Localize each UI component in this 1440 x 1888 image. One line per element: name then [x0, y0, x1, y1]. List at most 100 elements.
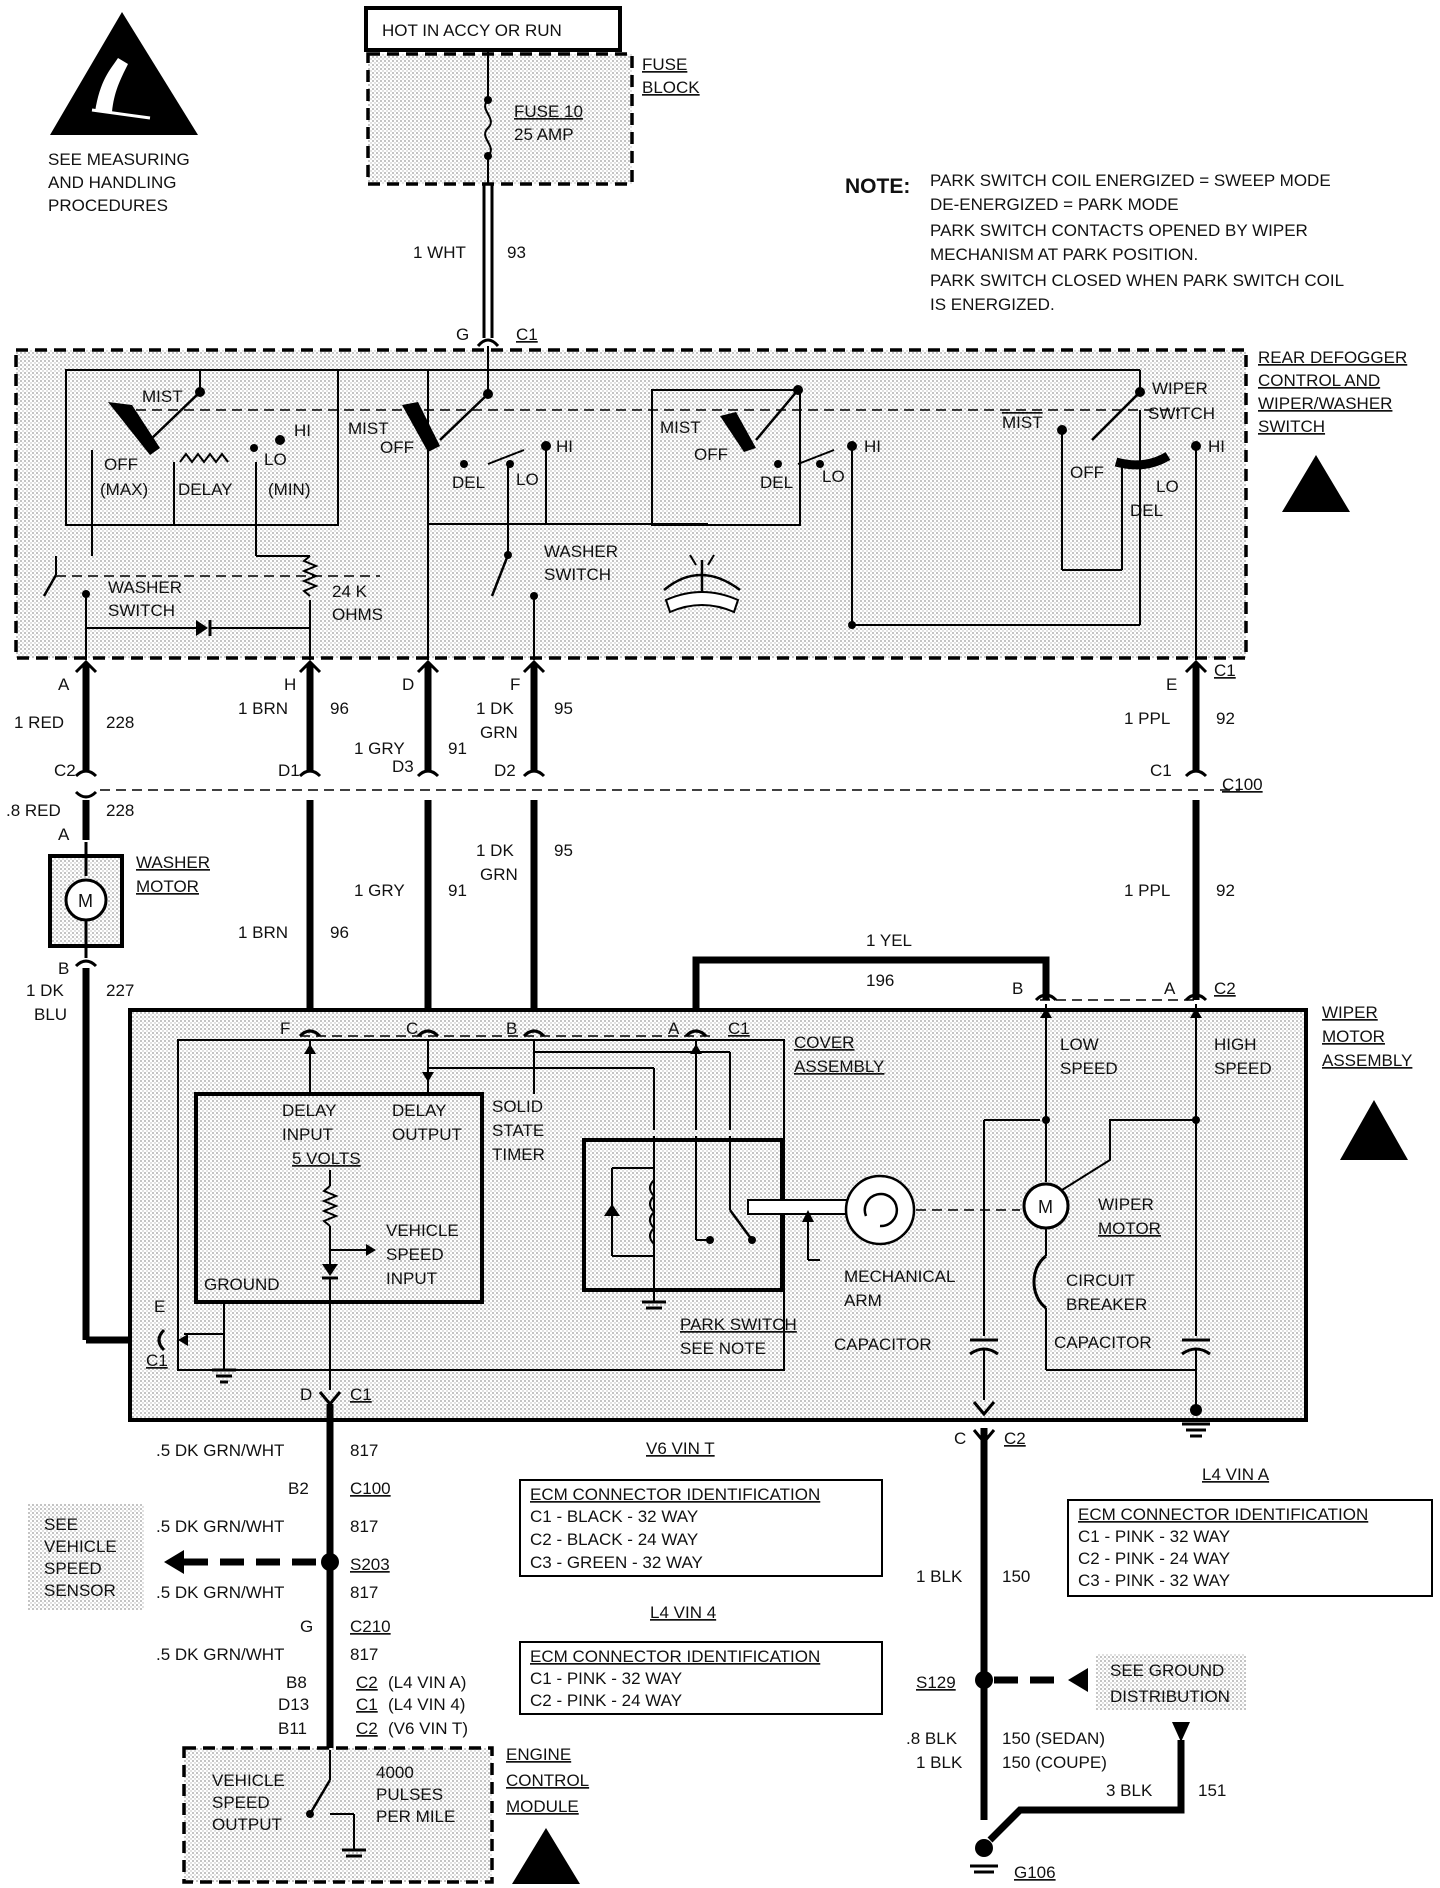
w96-color-up: 1 BRN	[238, 699, 288, 718]
ll-s203: S203	[350, 1555, 390, 1574]
vss-arrow-icon	[164, 1550, 184, 1574]
ecm-variant-1: (L4 VIN 4)	[388, 1695, 465, 1714]
washer-switch-mid-1: WASHER	[544, 542, 618, 561]
timer-delay-output-2: OUTPUT	[392, 1125, 462, 1144]
see-vss-1: SEE	[44, 1515, 78, 1534]
gc-c: C	[954, 1429, 966, 1448]
ecm-pin-0: B8	[286, 1673, 307, 1692]
ecm-table-0-heading: V6 VIN T	[646, 1439, 715, 1458]
timer-delay-output-1: DELAY	[392, 1101, 447, 1120]
ecm-conn-1: C1	[356, 1695, 378, 1714]
ecm-pin-1: D13	[278, 1695, 309, 1714]
ecm-table-1-title: ECM CONNECTOR IDENTIFICATION	[530, 1647, 820, 1666]
capacitor-1: CAPACITOR	[834, 1335, 932, 1354]
ecm-title-1: ENGINE	[506, 1745, 571, 1764]
sw4-switch: SWITCH	[1148, 404, 1215, 423]
ecm-table-1-row-1: C2 - PINK - 24 WAY	[530, 1691, 682, 1710]
w95-color-2-up: GRN	[480, 723, 518, 742]
ecm-title-3: MODULE	[506, 1797, 579, 1816]
washer-title-2: MOTOR	[136, 877, 199, 896]
esd-notice: SEE MEASURING AND HANDLING PROCEDURES	[48, 12, 198, 215]
sw1-max: (MAX)	[100, 480, 148, 499]
see-ground-2: DISTRIBUTION	[1110, 1687, 1230, 1706]
see-vss-2: VEHICLE	[44, 1537, 117, 1556]
wma-pin-b2: B	[1012, 979, 1023, 998]
washer-motor: .8 RED 228 A M WASHER MOTOR B	[6, 801, 210, 978]
power-source: HOT IN ACCY OR RUN	[364, 6, 622, 52]
w150-coupe-circuit: 150 (COUPE)	[1002, 1753, 1107, 1772]
w96-circuit-up: 96	[330, 699, 349, 718]
timer-vss-3: INPUT	[386, 1269, 437, 1288]
pin-f-switch: F	[510, 675, 520, 694]
esd-icon-motor	[1340, 1100, 1408, 1160]
note-line-6: IS ENERGIZED.	[930, 295, 1055, 314]
ecm-conn-0: C2	[356, 1673, 378, 1692]
resistor-label-2: OHMS	[332, 605, 383, 624]
circuit-breaker-1: CIRCUIT	[1066, 1271, 1135, 1290]
note-line-5: PARK SWITCH CLOSED WHEN PARK SWITCH COIL	[930, 271, 1344, 290]
timer-vss-1: VEHICLE	[386, 1221, 459, 1240]
washer-wire-color: .8 RED	[6, 801, 61, 820]
wiper-symbol-icon	[663, 554, 741, 614]
wma-title-3: ASSEMBLY	[1322, 1051, 1412, 1070]
sw2-mist: MIST	[348, 419, 389, 438]
wma-pin-f: F	[280, 1019, 290, 1038]
fuse-block: FUSE 10 25 AMP FUSE BLOCK	[366, 50, 700, 186]
pulses-1: 4000	[376, 1763, 414, 1782]
w817b-color: .5 DK GRN/WHT	[156, 1517, 284, 1536]
w95-color-1-up: 1 DK	[476, 699, 514, 718]
w817d-color: .5 DK GRN/WHT	[156, 1645, 284, 1664]
sw1-mist: MIST	[142, 387, 183, 406]
w95-circuit-up: 95	[554, 699, 573, 718]
ecm-table-2-row-0: C1 - PINK - 32 WAY	[1078, 1527, 1230, 1546]
c100-label: C100	[1222, 775, 1263, 794]
c100-d3: D3	[392, 757, 414, 776]
sw2-del: DEL	[452, 473, 485, 492]
w196-circuit: 196	[866, 971, 894, 990]
wma-pin-c1c: C1	[350, 1385, 372, 1404]
w228-color: 1 RED	[14, 713, 64, 732]
timer-solid-2: STATE	[492, 1121, 544, 1140]
ecm-table-0-row-2: C3 - GREEN - 32 WAY	[530, 1553, 703, 1572]
c100-d1: D1	[278, 761, 300, 780]
fuse-line-1: FUSE 10	[514, 102, 583, 121]
w817a-color: .5 DK GRN/WHT	[156, 1441, 284, 1460]
w96-circuit-low: 96	[330, 923, 349, 942]
c100-c1: C1	[1150, 761, 1172, 780]
high-speed-2: SPEED	[1214, 1059, 1272, 1078]
ecm-table-1-row-0: C1 - PINK - 32 WAY	[530, 1669, 682, 1688]
wiper-motor-2: MOTOR	[1098, 1219, 1161, 1238]
sw3-hi: HI	[864, 437, 881, 456]
note-line-2: DE-ENERGIZED = PARK MODE	[930, 195, 1179, 214]
mech-arm-1: MECHANICAL	[844, 1267, 955, 1286]
sw1-hi: HI	[294, 421, 311, 440]
gc-g106: G106	[1014, 1863, 1056, 1882]
ecm-title-2: CONTROL	[506, 1771, 589, 1790]
pulses-2: PULSES	[376, 1785, 443, 1804]
wma-pin-c: C	[406, 1019, 418, 1038]
pin-e-switch: E	[1166, 675, 1177, 694]
w151-color: 3 BLK	[1106, 1781, 1153, 1800]
ecm-table-1-heading: L4 VIN 4	[650, 1603, 716, 1622]
vso-1: VEHICLE	[212, 1771, 285, 1790]
ecm-table-v6: V6 VIN T ECM CONNECTOR IDENTIFICATION C1…	[519, 1439, 883, 1577]
c100-c2: C2	[54, 761, 76, 780]
sw4-off: OFF	[1070, 463, 1104, 482]
w227-color-2: BLU	[34, 1005, 67, 1024]
ecm-table-0-row-0: C1 - BLACK - 32 WAY	[530, 1507, 698, 1526]
esd-notice-line-3: PROCEDURES	[48, 196, 168, 215]
timer-vss-2: SPEED	[386, 1245, 444, 1264]
wire-93-circuit: 93	[507, 243, 526, 262]
wma-title-2: MOTOR	[1322, 1027, 1385, 1046]
pulses-3: PER MILE	[376, 1807, 455, 1826]
sw4-lo: LO	[1156, 477, 1179, 496]
w95-circuit-low: 95	[554, 841, 573, 860]
w151-circuit: 151	[1198, 1781, 1226, 1800]
esd-icon-ecm	[512, 1828, 580, 1884]
w150-circuit: 150	[1002, 1567, 1030, 1586]
wire-93-color: 1 WHT	[413, 243, 466, 262]
washer-wire-circuit: 228	[106, 801, 134, 820]
wire-labels-upper: 1 RED 228 1 BRN 96 1 GRY 91 1 DK GRN 95 …	[14, 699, 1263, 794]
vso-2: SPEED	[212, 1793, 270, 1812]
ll-g: G	[300, 1617, 313, 1636]
